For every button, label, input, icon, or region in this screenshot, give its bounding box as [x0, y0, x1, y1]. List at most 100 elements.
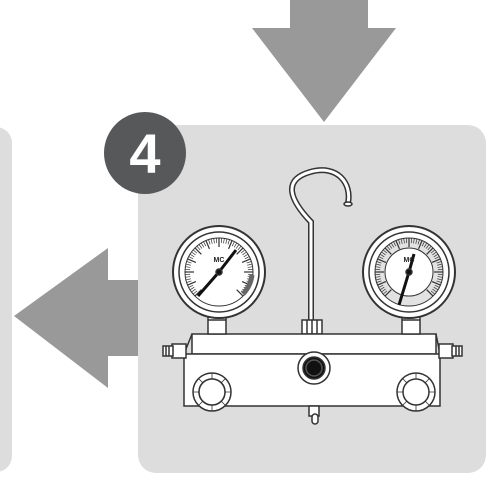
gauge-tick — [393, 241, 397, 247]
gauge-tick — [403, 238, 405, 244]
gauge-tick — [185, 266, 191, 268]
gauge-tick — [189, 286, 195, 291]
gauge-tick — [225, 238, 228, 244]
gauge-tick — [425, 244, 430, 249]
previous-step-panel — [0, 127, 12, 472]
gauge-tick — [191, 251, 196, 256]
gauge-tick — [236, 247, 244, 255]
gauge-tick — [213, 238, 215, 244]
gauge-tick — [189, 253, 195, 258]
right-gauge — [362, 225, 456, 319]
gauge-tick — [388, 244, 393, 249]
gauge-tick — [235, 244, 240, 249]
gauge-tick — [210, 238, 213, 244]
arrow-down-icon — [252, 0, 396, 122]
gauge-tick — [203, 241, 207, 247]
gauge-tick — [377, 258, 387, 263]
gauge-tick — [185, 263, 191, 266]
gauge-tick — [231, 241, 235, 247]
gauge-tick — [198, 244, 203, 249]
gauge-tick — [247, 263, 253, 266]
gauge-tick — [437, 278, 443, 281]
gauge-tick — [187, 258, 197, 263]
gauge-tick — [430, 249, 436, 254]
gauge-tick — [186, 261, 192, 264]
gauge-tick — [418, 240, 423, 250]
gauge-tick — [228, 240, 233, 250]
gauge-tick — [208, 239, 211, 245]
gauge-tick — [434, 256, 440, 260]
gauge-tick — [433, 253, 439, 258]
gauge-tick — [437, 266, 443, 268]
gauge-tick — [242, 251, 247, 256]
gauge-tick — [437, 263, 443, 266]
gauge-tick — [431, 258, 441, 263]
gauge-tick — [436, 261, 442, 264]
gauge-tick — [186, 280, 192, 283]
gauge-tick — [415, 238, 418, 244]
gauge-tick — [390, 242, 395, 248]
gauge-tick — [377, 281, 387, 286]
gauge-tick — [200, 242, 205, 248]
right-valve-knob — [396, 372, 436, 412]
gauge-tick — [423, 242, 428, 248]
gauge-tick — [436, 280, 442, 283]
gauge-tick — [382, 290, 388, 295]
gauge-tick — [188, 256, 194, 260]
gauge-tick — [375, 278, 381, 281]
left-gauge — [172, 225, 266, 319]
gauge-tick — [376, 261, 382, 264]
gauge-tick — [187, 281, 197, 286]
gauge-tick — [395, 240, 400, 250]
gauge-tick — [426, 247, 434, 255]
gauge-tick — [421, 241, 425, 247]
step-number-badge: 4 — [104, 112, 186, 194]
right-gauge-label: MC — [404, 257, 415, 264]
hook-hose — [289, 167, 352, 322]
gauge-tick — [400, 238, 403, 244]
gauge-tick — [434, 284, 440, 288]
gauge-tick — [185, 278, 191, 281]
gauge-tick — [430, 290, 436, 295]
gauge-tick — [185, 276, 191, 278]
gauge-tick — [244, 256, 250, 260]
gauge-tick — [241, 258, 251, 263]
gauge-tick — [384, 289, 392, 297]
left-valve-knob — [192, 372, 232, 412]
gauge-tick — [192, 290, 198, 295]
gauge-tick — [191, 288, 196, 293]
gauge-tick — [379, 286, 385, 291]
gauge-tick — [433, 286, 439, 291]
gauge-tick — [223, 238, 225, 244]
gauge-tick — [376, 280, 382, 283]
gauge-tick — [375, 266, 381, 268]
gauge-tick — [375, 276, 381, 278]
gauge-tick — [432, 251, 437, 256]
left-gauge-label: MC — [214, 257, 225, 264]
gauge-tick — [381, 288, 386, 293]
gauge-tick — [237, 245, 242, 251]
gauge-tick — [426, 289, 434, 297]
gauge-tick — [247, 266, 253, 268]
gauge-tick — [243, 253, 249, 258]
arrow-left-icon — [14, 248, 138, 388]
gauge-tick — [381, 251, 386, 256]
gauge-tick — [375, 263, 381, 266]
gauge-tick — [379, 253, 385, 258]
gauge-tick — [194, 289, 202, 297]
gauge-tick — [194, 247, 202, 255]
gauge-tick — [386, 245, 391, 251]
manifold-gauge-icon — [162, 167, 463, 425]
gauge-tick — [398, 239, 401, 245]
gauge-tick — [236, 289, 244, 297]
gauge-tick — [437, 276, 443, 278]
gauge-tick — [427, 245, 432, 251]
gauge-tick — [240, 249, 246, 254]
gauge-tick — [192, 249, 198, 254]
gauge-tick — [227, 239, 230, 245]
gauge-tick — [378, 256, 384, 260]
gauge-tick — [432, 288, 437, 293]
gauge-tick — [378, 284, 384, 288]
gauge-tick — [233, 242, 238, 248]
